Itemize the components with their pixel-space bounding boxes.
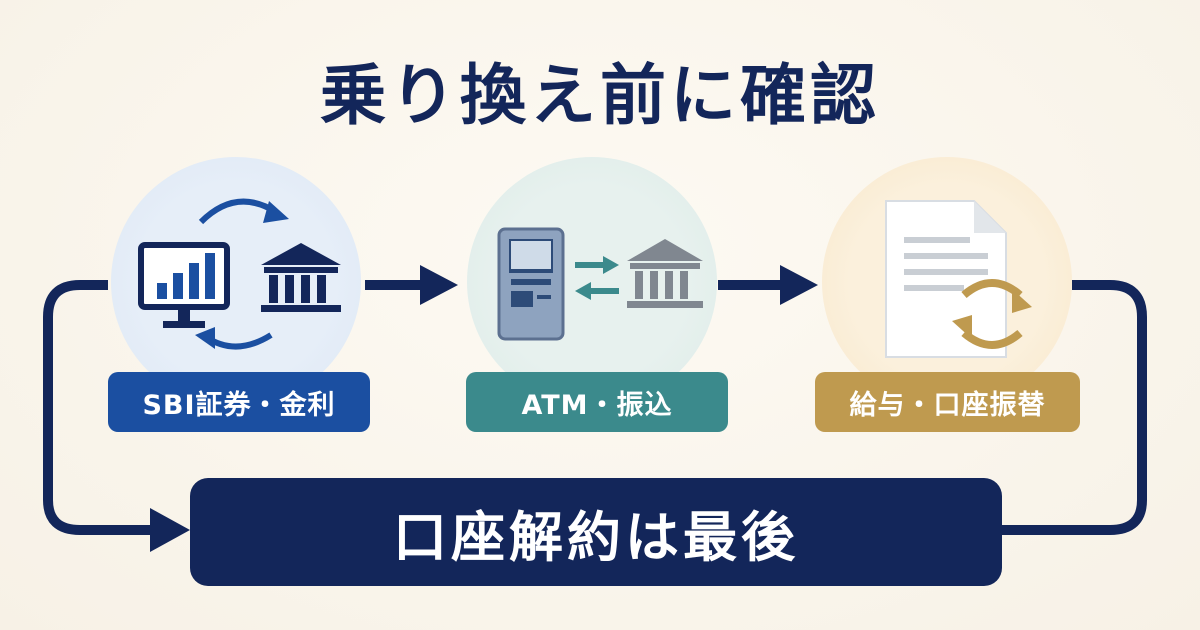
document-icon <box>885 200 1007 358</box>
bank-icon <box>261 243 341 312</box>
refresh-icon <box>952 279 1032 349</box>
step3-label: 給与・口座振替 <box>815 372 1080 432</box>
atm-icon <box>497 227 565 341</box>
page-title: 乗り換え前に確認 <box>320 57 880 134</box>
right-loop-line <box>1002 280 1147 535</box>
final-step-box: 口座解約は最後 <box>190 478 1002 586</box>
step2-label: ATM・振込 <box>466 372 728 432</box>
sync-arrows-icon <box>195 198 289 350</box>
monitor-chart-icon <box>138 242 230 328</box>
step2-to-step3-arrow <box>718 265 818 305</box>
transfer-arrows-icon <box>575 256 619 300</box>
step2-icons <box>497 227 703 341</box>
step3-icons <box>885 200 1032 358</box>
bank-icon <box>627 239 703 308</box>
left-loop-arrow <box>43 280 190 552</box>
step1-label: SBI証券・金利 <box>108 372 370 432</box>
step1-icons <box>138 198 341 350</box>
step1-to-step2-arrow <box>365 265 458 305</box>
final-step-label: 口座解約は最後 <box>393 505 799 569</box>
